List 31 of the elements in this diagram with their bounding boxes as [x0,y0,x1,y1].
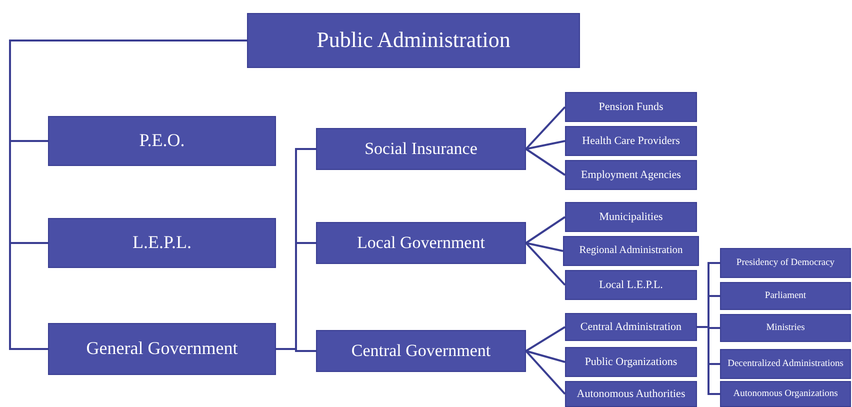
connector-line [526,242,564,252]
connector-line [276,348,316,352]
unit-box: Central Government [316,330,526,372]
unit-box: Employment Agencies [565,160,697,190]
unit-box: P.E.O. [48,116,276,166]
unit-box: Local Government [316,222,526,264]
connector-line [526,140,566,150]
unit-box: General Government [48,323,276,375]
unit-box: Local L.E.P.L. [565,270,697,300]
connector-line [525,106,566,150]
connector-line [525,148,566,176]
unit-box: L.E.P.L. [48,218,276,268]
unit-box: Autonomous Authorities [565,381,697,407]
unit-box: Ministries [720,314,851,342]
unit-box: Regional Administration [563,236,699,266]
unit-box: Decentralized Administrations [720,349,851,379]
unit-box: Central Administration [565,313,697,341]
connector-line [526,350,566,363]
unit-box: Parliament [720,282,851,310]
connector-line [525,242,566,286]
unit-box: Pension Funds [565,92,697,122]
unit-box: Public Organizations [565,347,697,377]
unit-box: Presidency of Democracy [720,248,851,278]
unit-box: Municipalities [565,202,697,232]
connector-line [525,216,566,244]
connector-line [525,326,566,352]
unit-box: Health Care Providers [565,126,697,156]
unit-box: Public Administration [247,13,580,68]
unit-box: Social Insurance [316,128,526,170]
unit-box: Autonomous Organizations [720,381,851,407]
connector-line [525,350,566,395]
